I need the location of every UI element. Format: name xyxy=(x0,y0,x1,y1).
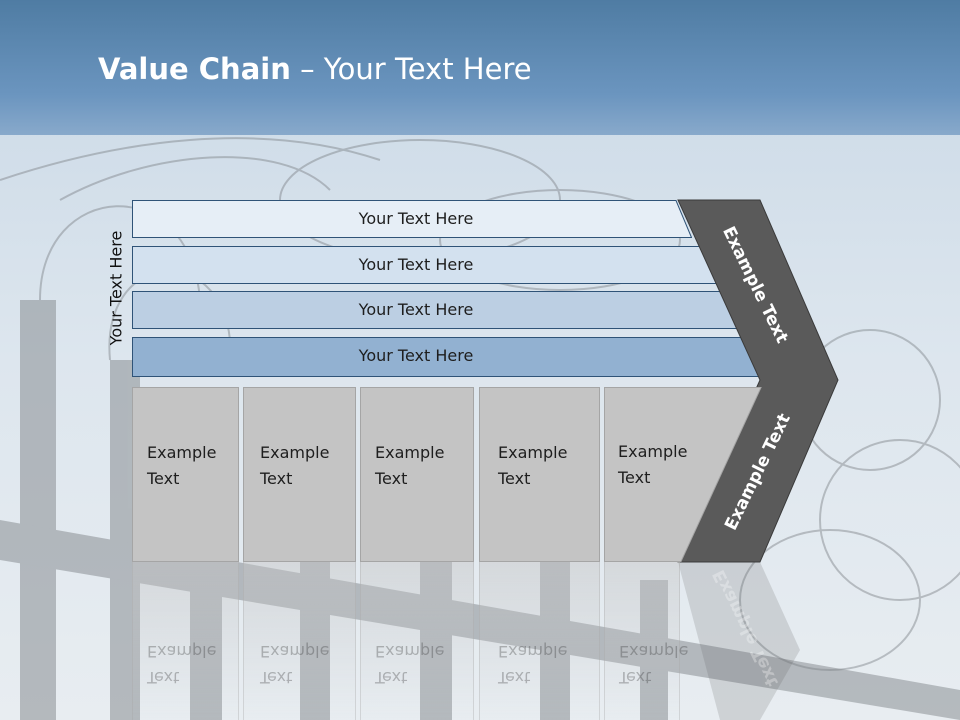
row-bar-2: Your Text Here xyxy=(132,246,717,284)
example-box-5 xyxy=(604,387,762,562)
title-bold: Value Chain xyxy=(98,52,291,86)
example-box-3-reflection-text: Text Example xyxy=(375,638,444,690)
row-bar-1-shape xyxy=(132,200,692,238)
example-box-4-line2: Text xyxy=(498,469,531,488)
example-box-5-reflection-text: Text Example xyxy=(619,638,688,690)
row-bar-4: Your Text Here xyxy=(132,337,764,377)
slide-title: Value Chain – Your Text Here xyxy=(98,52,532,86)
example-box-2-line2: Text xyxy=(260,469,293,488)
example-box-2-reflection-text: Text Example xyxy=(260,638,329,690)
example-box-5-shape xyxy=(604,387,762,562)
chevron-shape xyxy=(677,199,839,563)
example-box-3-reflection: Text Example xyxy=(360,562,474,720)
example-box-2-reflection: Text Example xyxy=(243,562,356,720)
example-box-4-line1: Example xyxy=(498,443,568,462)
example-box-3-line2: Text xyxy=(375,469,408,488)
row-bar-3: Your Text Here xyxy=(132,291,740,329)
example-box-1-line1: Example xyxy=(147,443,217,462)
example-box-3-reflection-line2: Text xyxy=(375,668,408,687)
example-box-1-line2: Text xyxy=(147,469,180,488)
row-bar-1: Your Text Here xyxy=(132,200,692,238)
example-box-1-reflection-text: Text Example xyxy=(147,638,216,690)
example-box-5-reflection: Text Example xyxy=(604,562,688,720)
row-bar-3-label: Your Text Here xyxy=(358,300,474,319)
example-box-1-reflection-line1: Example xyxy=(147,642,217,661)
row-bar-2-label: Your Text Here xyxy=(358,255,474,274)
header-band xyxy=(0,0,960,135)
example-box-2-line1: Example xyxy=(260,443,330,462)
example-box-1-reflection: Text Example xyxy=(132,562,239,720)
row-bar-4-label: Your Text Here xyxy=(358,346,474,365)
example-box-4-reflection: Text Example xyxy=(479,562,600,720)
example-box-4-reflection-text: Text Example xyxy=(498,638,567,690)
example-box-5-reflection-line2: Text xyxy=(619,668,652,687)
example-box-2-reflection-line2: Text xyxy=(260,668,293,687)
example-box-3-reflection-line1: Example xyxy=(375,642,445,661)
example-box-4-reflection-line2: Text xyxy=(498,668,531,687)
title-rest: – Your Text Here xyxy=(290,52,532,86)
example-box-1-reflection-line2: Text xyxy=(147,668,180,687)
example-box-5-reflection-line1: Example xyxy=(619,642,689,661)
example-box-2-reflection-line1: Example xyxy=(260,642,330,661)
example-box-5-line2: Text xyxy=(618,468,651,487)
example-box-4-reflection-line1: Example xyxy=(498,642,568,661)
chevron-reflection xyxy=(678,562,800,720)
example-box-5-line1: Example xyxy=(618,442,688,461)
row-bar-1-label: Your Text Here xyxy=(358,209,474,228)
example-box-3-line1: Example xyxy=(375,443,445,462)
